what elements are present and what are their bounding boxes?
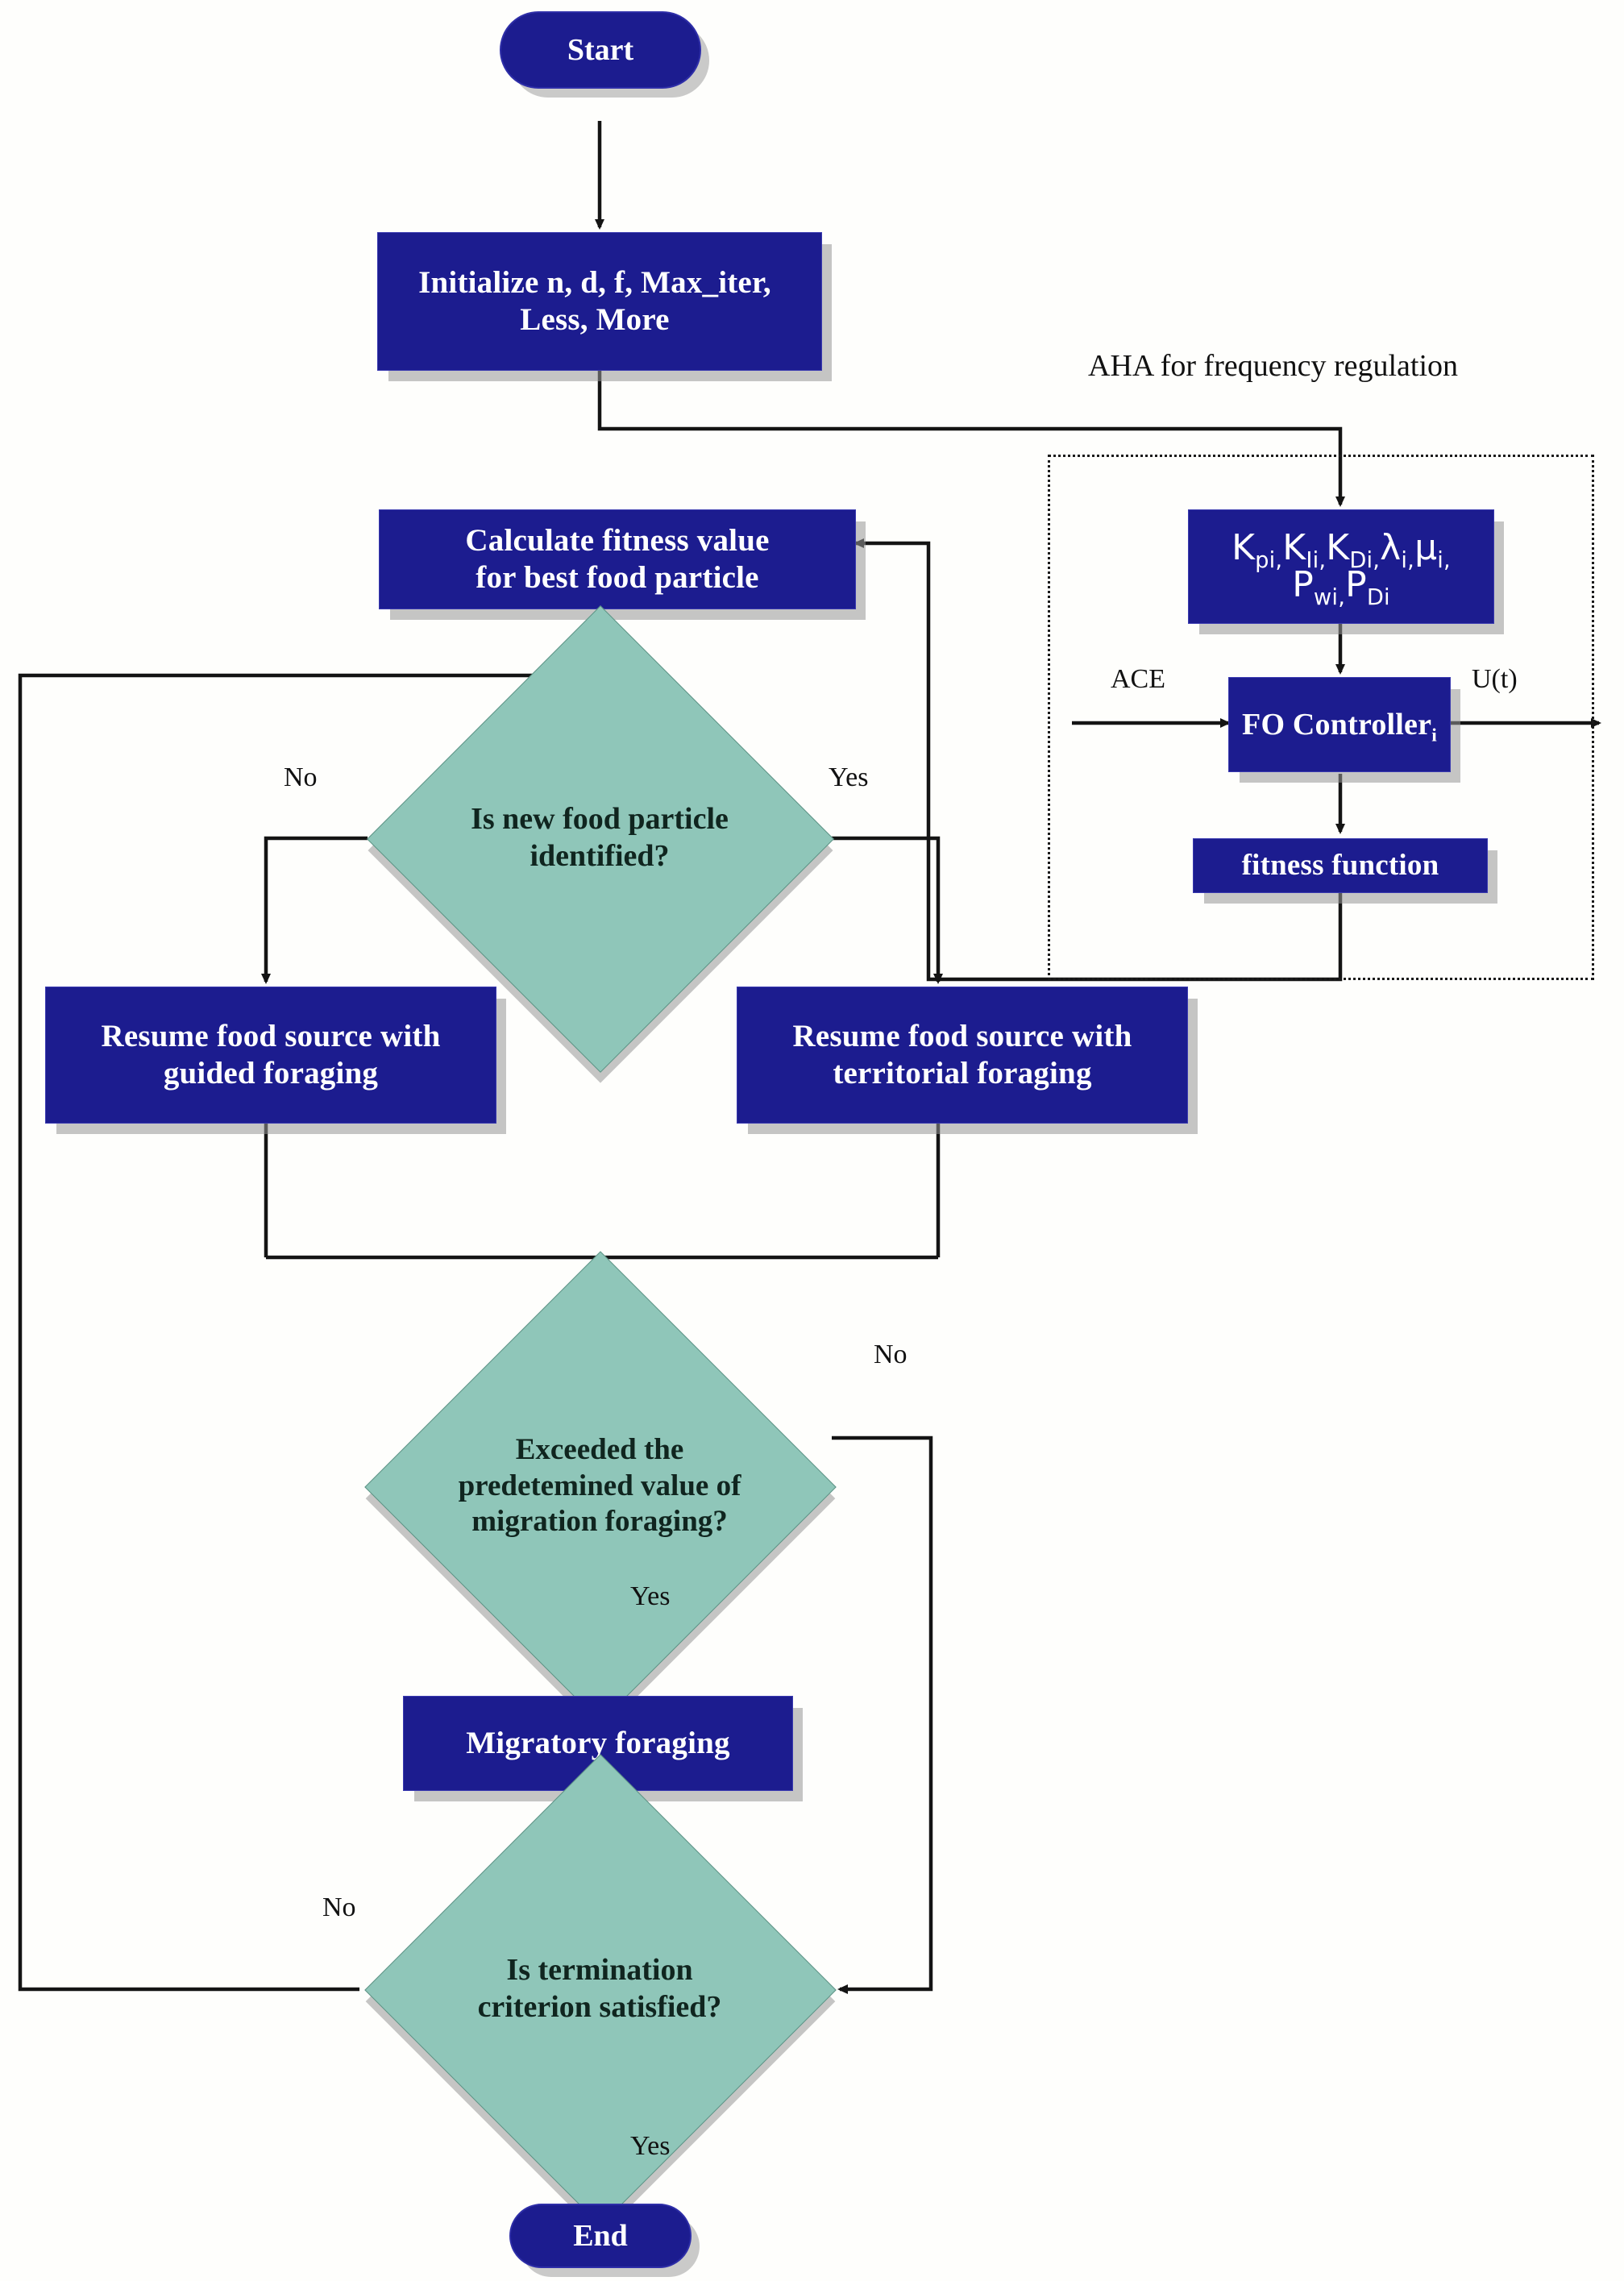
node-end-label: End [573, 2219, 628, 2253]
edge-label-ut: U(t) [1472, 664, 1518, 694]
node-guided-foraging-label: Resume food source with guided foraging [101, 1018, 441, 1091]
node-initialize-label: Initialize n, d, f, Max_iter, Less, More [418, 264, 771, 337]
edge-label-ace: ACE [1111, 664, 1165, 694]
decision-text: Exceeded the predetemined value of migra… [434, 1320, 766, 1652]
node-start[interactable]: Start [500, 11, 701, 89]
edge-decision1-no-to-guided [261, 836, 368, 984]
edge-decision1-yes-to-territorial [832, 836, 943, 984]
node-migratory-foraging-label: Migratory foraging [466, 1725, 730, 1760]
fo-controller-subscript: i [1431, 725, 1437, 746]
node-territorial-foraging-label: Resume food source with territorial fora… [792, 1018, 1132, 1091]
node-fitness-function-label: fitness function [1241, 849, 1439, 883]
node-termination-line1: Is termination [506, 1953, 693, 1988]
node-fo-controller[interactable]: FO Controlleri [1228, 677, 1451, 772]
node-calculate-fitness[interactable]: Calculate fitness value for best food pa… [379, 509, 856, 609]
edge-exceeded-no-to-termination [832, 1435, 933, 1994]
node-controller-gains-label: Kpi,KIi,KDi,λi,μi, Pwi,PDi [1231, 526, 1451, 610]
node-territorial-foraging[interactable]: Resume food source with territorial fora… [737, 987, 1188, 1124]
group-label: AHA for frequency regulation [1088, 349, 1459, 383]
decision-text: Is new food particle identified? [435, 674, 764, 1003]
node-fitness-function[interactable]: fitness function [1193, 838, 1488, 893]
node-exceeded-migration-value[interactable]: Exceeded the predetemined value of migra… [364, 1251, 837, 1723]
edge-label-yes-termination: Yes [630, 2131, 671, 2161]
node-is-new-food-particle[interactable]: Is new food particle identified? [367, 605, 834, 1073]
edge-label-yes-exceeded: Yes [630, 1581, 671, 1611]
node-guided-foraging[interactable]: Resume food source with guided foraging [45, 987, 496, 1124]
node-is-new-food-particle-line1: Is new food particle [471, 802, 729, 837]
node-start-label: Start [567, 33, 634, 67]
fo-controller-text: FO Controller [1242, 707, 1432, 742]
edge-label-yes-new-particle: Yes [829, 762, 869, 792]
node-fo-controller-label: FO Controlleri [1242, 707, 1437, 746]
aha-subsystem-frame [1048, 455, 1594, 980]
node-controller-gains[interactable]: Kpi,KIi,KDi,λi,μi, Pwi,PDi [1188, 509, 1494, 624]
node-initialize[interactable]: Initialize n, d, f, Max_iter, Less, More [377, 232, 822, 371]
edge-initialize-to-gains [597, 371, 1345, 507]
node-exceeded-line1: Exceeded the [515, 1433, 684, 1467]
edge-label-no-termination: No [322, 1893, 356, 1922]
node-is-new-food-particle-line2: identified? [530, 839, 670, 873]
edge-fitness-to-calc [854, 538, 1343, 982]
edge-label-no-exceeded: No [874, 1340, 908, 1369]
node-termination-line2: criterion satisfied? [477, 1990, 722, 2024]
node-exceeded-line2: predetemined value of [458, 1469, 741, 1502]
edge-label-no-new-particle: No [284, 762, 318, 792]
edge-termination-no-loop [18, 671, 596, 1992]
node-exceeded-line3: migration foraging? [471, 1505, 728, 1539]
node-end[interactable]: End [509, 2204, 692, 2268]
decision-text: Is termination criterion satisfied? [434, 1823, 766, 2155]
node-is-termination-satisfied[interactable]: Is termination criterion satisfied? [364, 1754, 837, 2226]
node-migratory-foraging[interactable]: Migratory foraging [403, 1696, 793, 1791]
node-calculate-fitness-label: Calculate fitness value for best food pa… [465, 522, 770, 595]
